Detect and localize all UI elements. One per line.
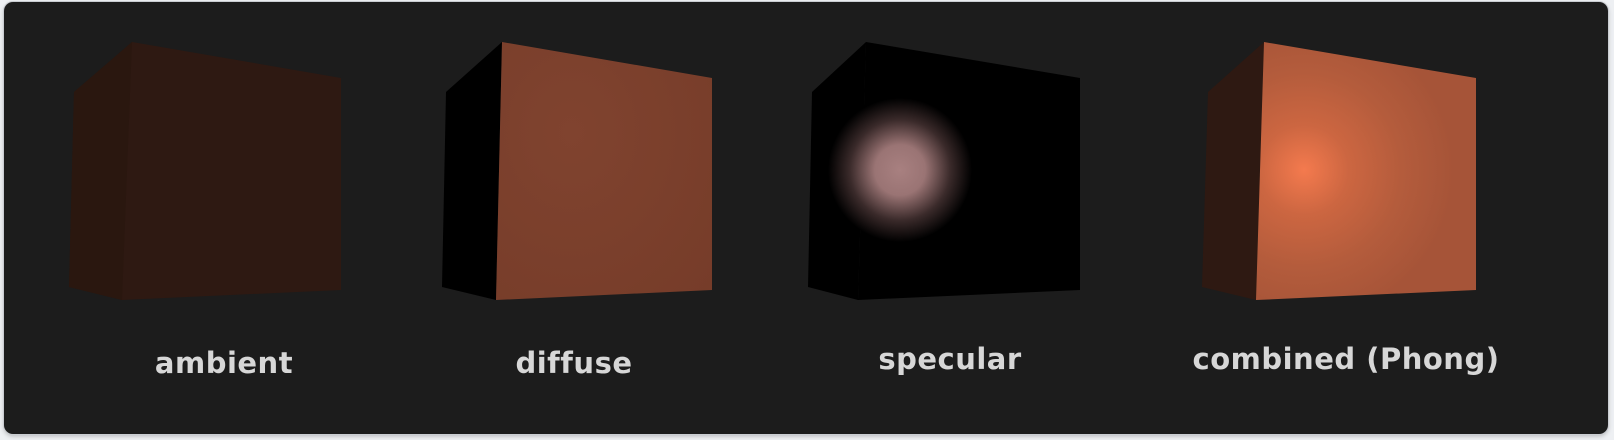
caption-combined: combined (Phong) (1192, 342, 1500, 376)
cube-specular-icon (808, 42, 1080, 300)
cube-diffuse-icon (442, 42, 712, 300)
caption-specular: specular (878, 342, 1022, 376)
panel-diffuse: diffuse (424, 2, 784, 434)
caption-ambient: ambient (154, 346, 294, 380)
panel-specular: specular (800, 2, 1160, 434)
lighting-components-figure: ambient diffuse (4, 2, 1608, 434)
caption-diffuse: diffuse (515, 346, 633, 380)
panel-ambient: ambient (44, 2, 404, 434)
panel-combined: combined (Phong) (1184, 2, 1544, 434)
cube-combined-icon (1202, 42, 1476, 300)
cube-ambient-icon (69, 42, 341, 300)
